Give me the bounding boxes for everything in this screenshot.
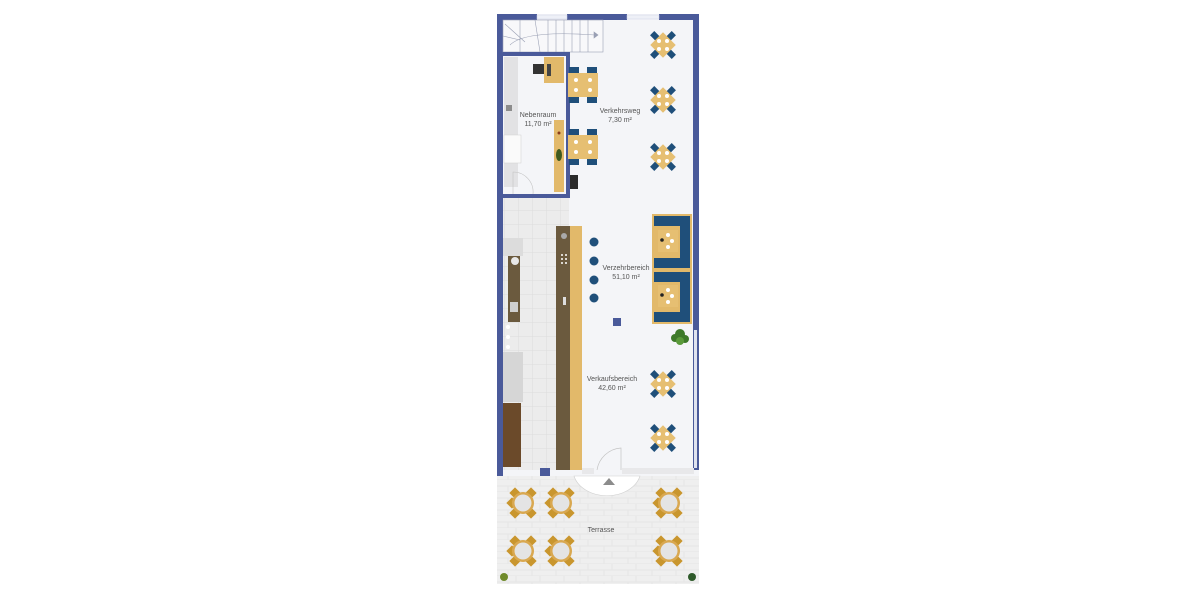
room-name: Nebenraum	[519, 112, 557, 119]
table	[650, 86, 676, 114]
table	[650, 143, 676, 171]
staircase	[502, 19, 604, 53]
room-label-nebenraum: Nebenraum 11,70 m²	[513, 111, 563, 129]
table	[650, 424, 676, 452]
room-area: 42,60 m²	[598, 385, 626, 392]
room-name: Verzehrbereich	[602, 265, 650, 272]
room-label-verkaufsbereich: Verkaufsbereich 42,60 m²	[584, 375, 640, 393]
entrance-door	[573, 447, 694, 496]
service-counter	[556, 226, 582, 470]
column	[613, 318, 621, 326]
plant	[671, 329, 689, 345]
room-area: 51,10 m²	[612, 274, 640, 281]
room-label-verzehrbereich: Verzehrbereich 51,10 m²	[598, 264, 654, 282]
room-name: Verkehrsweg	[599, 108, 641, 115]
table	[650, 31, 676, 59]
room-area: 7,30 m²	[608, 117, 632, 124]
nebenraum-walls	[503, 52, 570, 198]
room-area: 11,70 m²	[524, 121, 552, 128]
bar-stools	[589, 237, 599, 303]
plant	[500, 573, 508, 581]
room-label-terrasse: Terrasse	[576, 526, 626, 535]
room-label-verkehrsweg: Verkehrsweg 7,30 m²	[593, 107, 647, 125]
plant	[688, 573, 696, 581]
table	[650, 370, 676, 398]
room-name: Terrasse	[587, 527, 615, 534]
room-name: Verkaufsbereich	[586, 376, 638, 383]
back-counter	[503, 238, 523, 467]
booth-seating	[652, 214, 692, 324]
